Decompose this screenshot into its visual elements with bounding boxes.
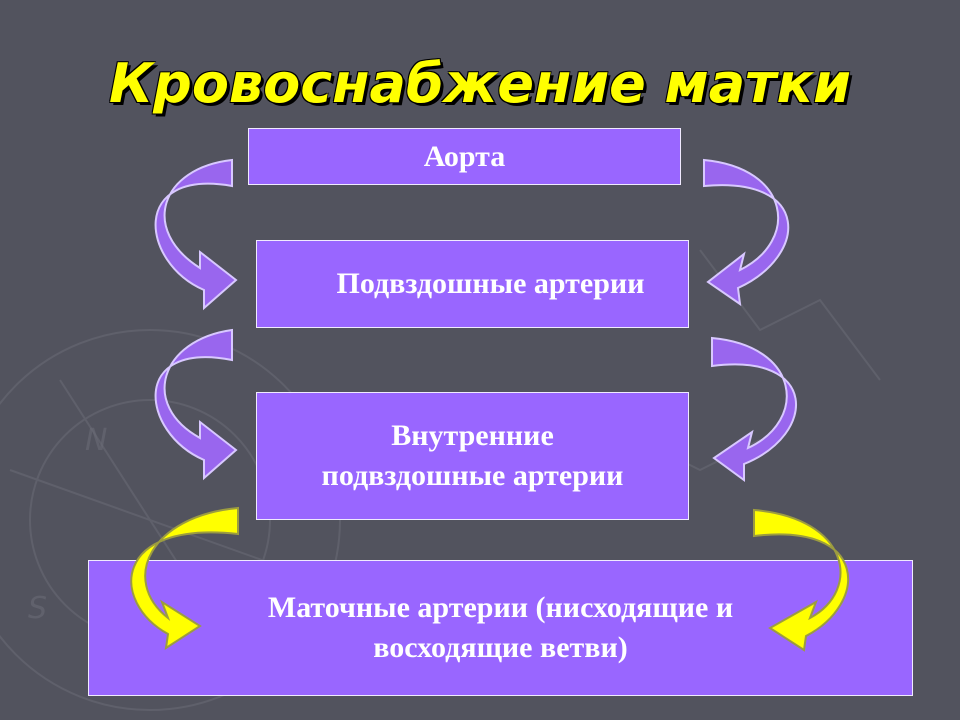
node-aorta: Аорта [248,128,681,185]
node-internal-iliac-line-2: подвздошные артерии [321,459,624,492]
node-iliac-arteries: Подвздошные артерии [256,240,689,328]
node-aorta-label: Аорта [423,139,506,173]
node-iliac-arteries-label: Подвздошные артерии [336,267,645,300]
node-internal-iliac-line-1: Внутренние [391,419,554,452]
node-uterine-arteries: Маточные артерии (нисходящие и восходящи… [88,560,913,696]
node-internal-iliac-arteries: Внутренние подвздошные артерии [256,392,689,520]
node-uterine-line-2: восходящие ветви) [373,631,628,664]
svg-text:N: N [85,423,107,458]
svg-text:S: S [28,591,47,626]
page-title: Кровоснабжение матки [109,52,851,115]
node-uterine-line-1: Маточные артерии (нисходящие и [267,591,734,624]
